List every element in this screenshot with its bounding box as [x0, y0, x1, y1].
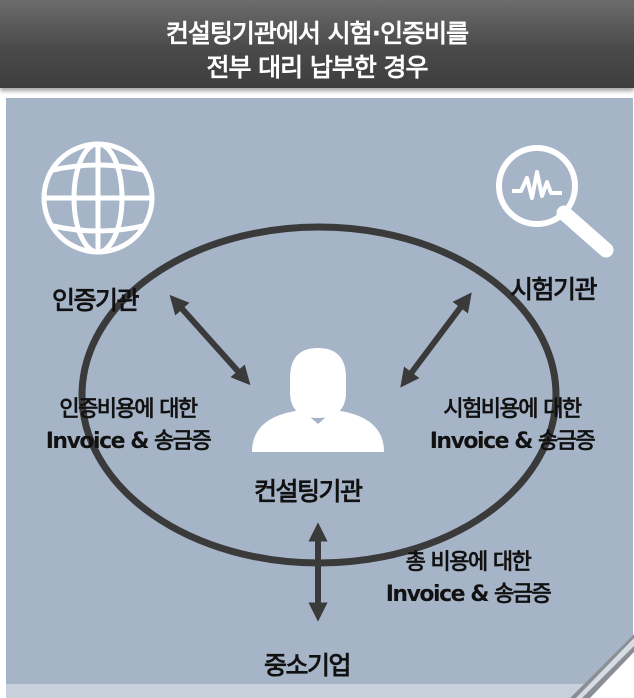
globe-icon: [41, 141, 155, 255]
edge-label-total-cost-line2: Invoice & 송금증: [385, 582, 552, 607]
node-sme: 중소기업: [264, 651, 352, 680]
title-line-2: 전부 대리 납부한 경우: [206, 53, 428, 82]
edge-label-testing-cost: 시험비용에 대한 Invoice & 송금증: [406, 394, 618, 458]
node-consulting-body: 컨설팅기관: [254, 477, 363, 506]
edge-label-testing-cost-line2: Invoice & 송금증: [429, 429, 596, 454]
page-fold-corner: [570, 634, 634, 698]
person-icon: [252, 348, 384, 452]
title-line-1: 컨설팅기관에서 시험·인증비를: [165, 19, 469, 48]
arrow-testing-consulting: [400, 292, 472, 388]
edge-label-certification-cost-line2: Invoice & 송금증: [45, 429, 212, 454]
magnifier-chart-icon: [496, 145, 614, 258]
edge-label-total-cost-line1: 총 비용에 대한: [405, 550, 532, 575]
edge-label-certification-cost-line1: 인증비용에 대한: [59, 397, 198, 422]
edge-label-certification-cost: 인증비용에 대한 Invoice & 송금증: [22, 394, 234, 458]
title-bar: 컨설팅기관에서 시험·인증비를 전부 대리 납부한 경우: [0, 0, 634, 88]
panel-bottom-strip: [6, 684, 633, 698]
node-testing-body: 시험기관: [510, 275, 598, 304]
node-certification-body: 인증기관: [52, 286, 140, 315]
edge-label-total-cost: 총 비용에 대한 Invoice & 송금증: [362, 547, 574, 611]
edge-label-testing-cost-line1: 시험비용에 대한: [443, 397, 582, 422]
arrow-certification-consulting: [169, 294, 251, 386]
